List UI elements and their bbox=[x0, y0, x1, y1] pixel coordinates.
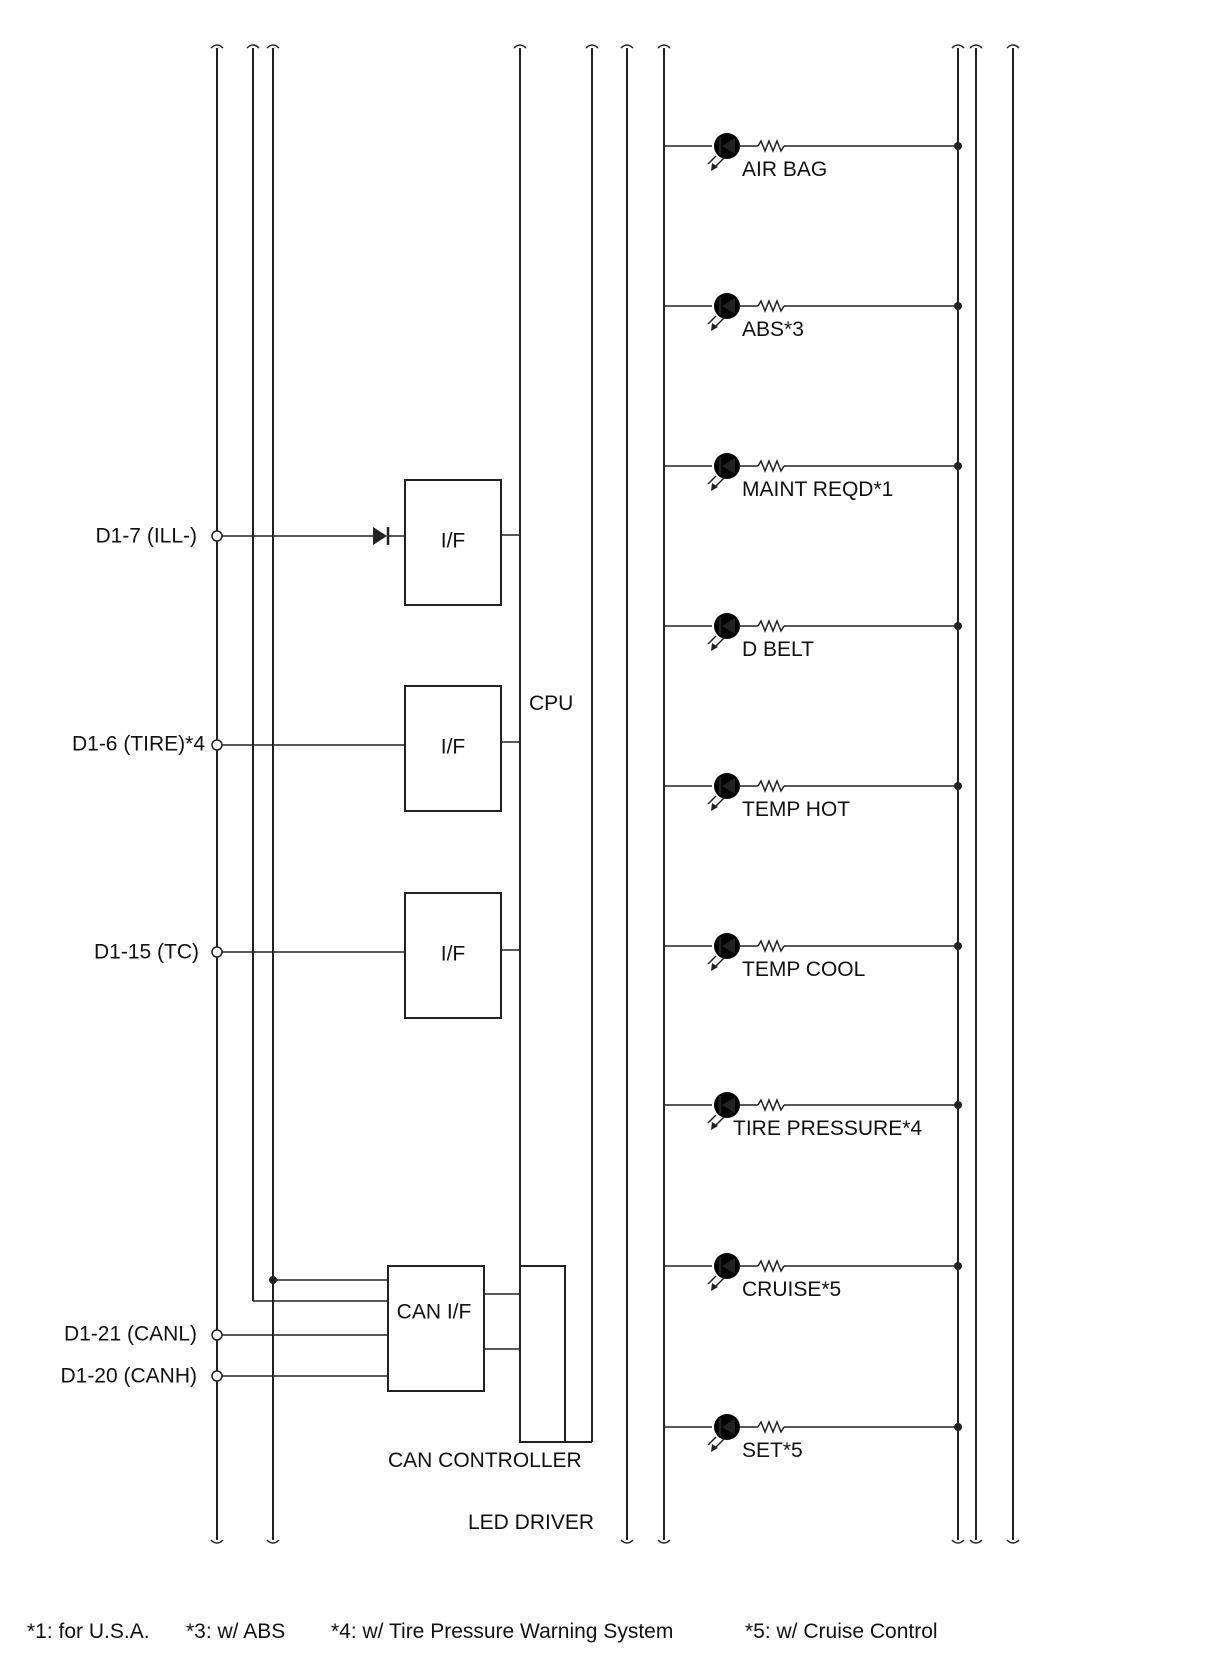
terminal-label: D1-7 (ILL-) bbox=[95, 525, 197, 548]
resistor-icon bbox=[757, 618, 785, 634]
junction-dot bbox=[954, 462, 962, 470]
junction-dot bbox=[954, 782, 962, 790]
led-driver-label: LED DRIVER bbox=[468, 1511, 594, 1534]
footnotes: *1: for U.S.A. *3: w/ ABS *4: w/ Tire Pr… bbox=[27, 1620, 938, 1643]
led-row: TEMP COOL bbox=[664, 933, 962, 981]
led-icon bbox=[707, 1414, 740, 1452]
indicator-label: D BELT bbox=[742, 638, 814, 661]
junction-dot bbox=[954, 1101, 962, 1109]
led-icon bbox=[707, 453, 740, 491]
junction-dot bbox=[954, 1262, 962, 1270]
terminal-pin bbox=[211, 1329, 223, 1341]
interface-box bbox=[404, 892, 502, 1019]
led-row: TEMP HOT bbox=[664, 773, 962, 821]
led-icon bbox=[707, 773, 740, 811]
can-controller-box bbox=[519, 1265, 566, 1443]
break-marks bbox=[210, 44, 1020, 1544]
led-icon bbox=[707, 1092, 740, 1130]
led-row: D BELT bbox=[664, 613, 962, 661]
footnote: *3: w/ ABS bbox=[186, 1620, 285, 1643]
indicator-label: CRUISE*5 bbox=[742, 1278, 841, 1301]
terminal-pin bbox=[211, 530, 223, 542]
terminal-d1-6: D1-6 (TIRE)*4 bbox=[72, 733, 405, 756]
terminal-label: D1-15 (TC) bbox=[94, 941, 199, 964]
resistor-icon bbox=[757, 458, 785, 474]
resistor-icon bbox=[757, 1097, 785, 1113]
led-icon bbox=[707, 293, 740, 331]
indicator-label: TEMP HOT bbox=[742, 798, 850, 821]
led-icon bbox=[707, 1253, 740, 1291]
resistor-icon bbox=[757, 138, 785, 154]
junction-dot bbox=[954, 1423, 962, 1431]
resistor-icon bbox=[757, 298, 785, 314]
indicator-label: SET*5 bbox=[742, 1439, 803, 1462]
junction-dot bbox=[954, 302, 962, 310]
interface-box bbox=[404, 479, 502, 606]
led-row: TIRE PRESSURE*4 bbox=[664, 1092, 962, 1140]
led-row: ABS*3 bbox=[664, 293, 962, 341]
resistor-icon bbox=[757, 778, 785, 794]
led-row: AIR BAG bbox=[664, 133, 962, 181]
can-interface-label: CAN I/F bbox=[397, 1301, 472, 1324]
led-row: SET*5 bbox=[664, 1414, 962, 1462]
footnote: *1: for U.S.A. bbox=[27, 1620, 150, 1643]
terminal-pin bbox=[211, 739, 223, 751]
terminal-label-canh: D1-20 (CANH) bbox=[60, 1365, 197, 1388]
interface-block-tc: I/F bbox=[404, 892, 520, 1019]
can-controller-label: CAN CONTROLLER bbox=[388, 1449, 582, 1472]
footnote: *5: w/ Cruise Control bbox=[745, 1620, 938, 1643]
junction-dot bbox=[954, 142, 962, 150]
indicator-label: MAINT REQD*1 bbox=[742, 478, 893, 501]
interface-block-ill: I/F bbox=[404, 479, 520, 606]
terminal-pin bbox=[211, 946, 223, 958]
indicator-label: AIR BAG bbox=[742, 158, 827, 181]
interface-label: I/F bbox=[441, 736, 466, 759]
can-section: CAN I/F D1-21 (CANL) D1-20 (CANH) bbox=[60, 1265, 592, 1443]
terminal-d1-7: D1-7 (ILL-) bbox=[95, 525, 405, 548]
led-icon bbox=[707, 613, 740, 651]
diode-icon bbox=[373, 527, 387, 545]
led-icon bbox=[707, 933, 740, 971]
indicator-label: TIRE PRESSURE*4 bbox=[733, 1117, 922, 1140]
junction-dot bbox=[269, 1276, 277, 1284]
led-row: MAINT REQD*1 bbox=[664, 453, 962, 501]
interface-block-tire: I/F bbox=[404, 685, 520, 812]
footnote: *4: w/ Tire Pressure Warning System bbox=[331, 1620, 673, 1643]
indicator-label: ABS*3 bbox=[742, 318, 804, 341]
resistor-icon bbox=[757, 1419, 785, 1435]
terminal-d1-15: D1-15 (TC) bbox=[94, 941, 405, 964]
terminal-label: D1-6 (TIRE)*4 bbox=[72, 733, 205, 756]
junction-dot bbox=[954, 622, 962, 630]
led-icon bbox=[707, 133, 740, 171]
vertical-bus-lines bbox=[216, 48, 1014, 1540]
resistor-icon bbox=[757, 938, 785, 954]
interface-box bbox=[404, 685, 502, 812]
resistor-icon bbox=[757, 1258, 785, 1274]
terminal-pin bbox=[211, 1370, 223, 1382]
interface-label: I/F bbox=[441, 530, 466, 553]
indicator-label: TEMP COOL bbox=[742, 958, 865, 981]
interface-label: I/F bbox=[441, 943, 466, 966]
junction-dot bbox=[954, 942, 962, 950]
cpu-label: CPU bbox=[529, 692, 573, 715]
led-row: CRUISE*5 bbox=[664, 1253, 962, 1301]
terminal-label-canl: D1-21 (CANL) bbox=[64, 1323, 197, 1346]
can-interface-box bbox=[387, 1265, 485, 1392]
